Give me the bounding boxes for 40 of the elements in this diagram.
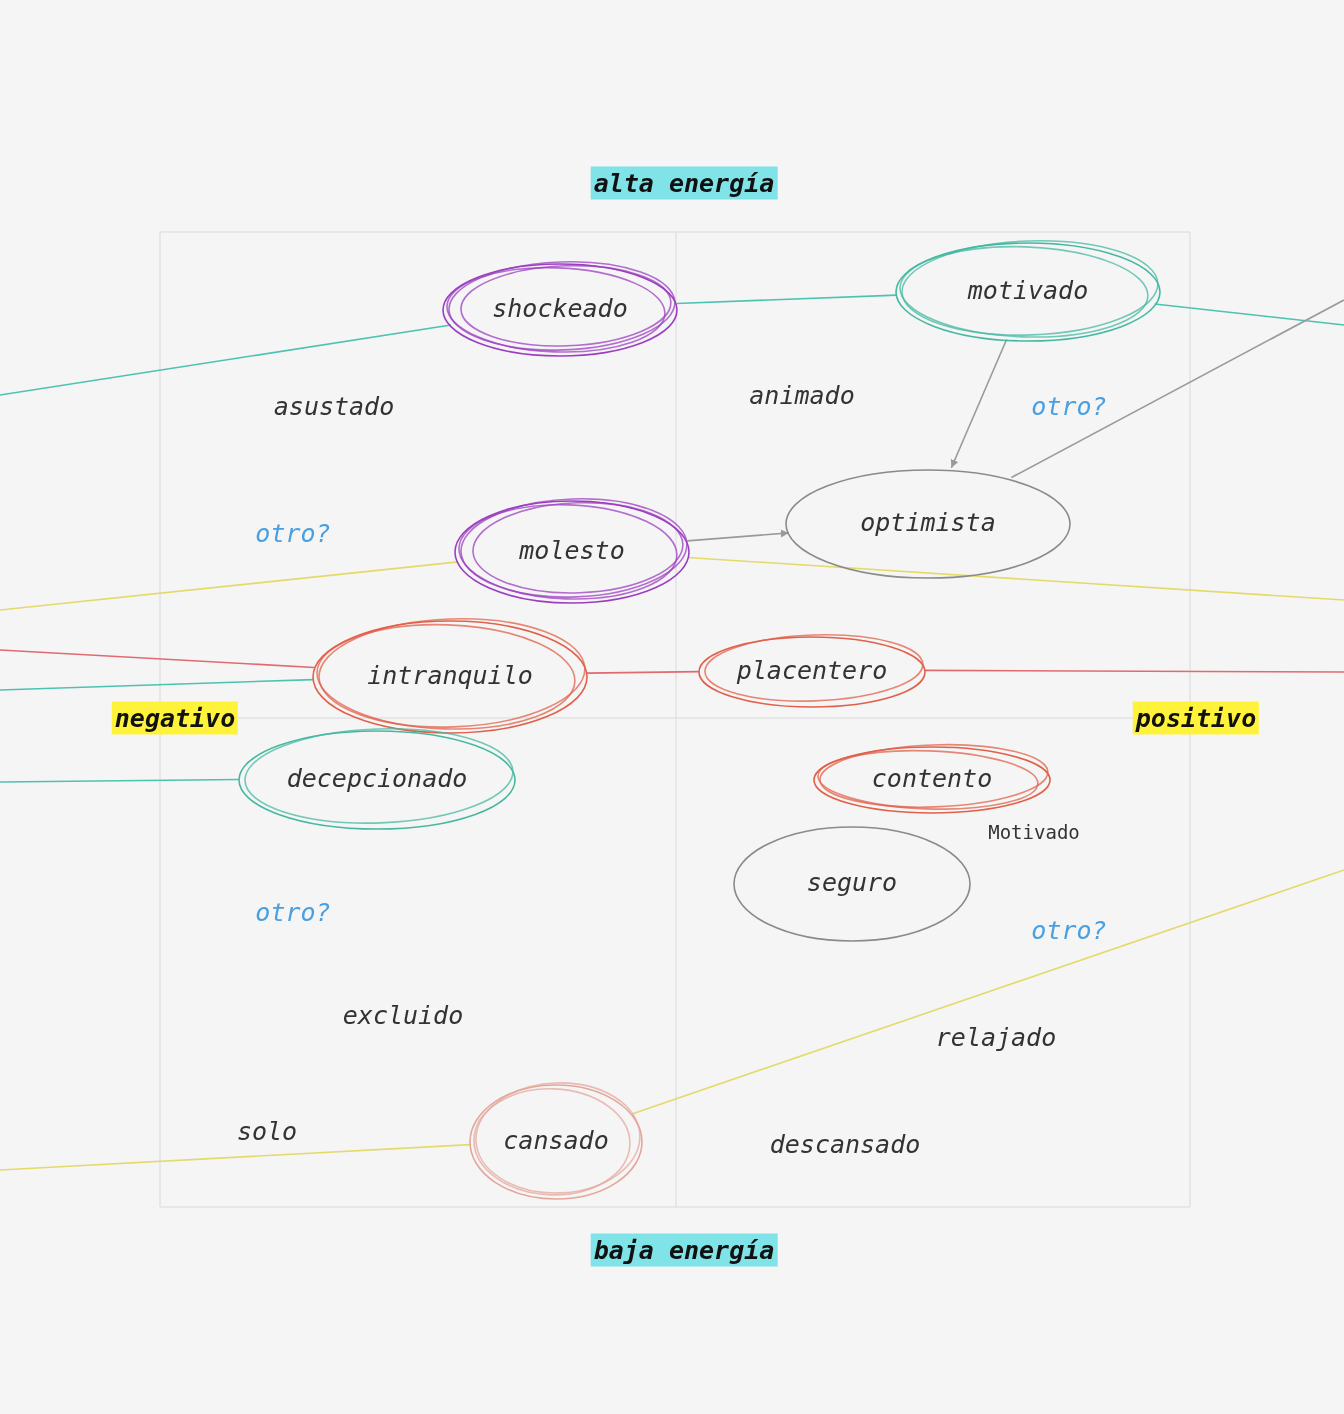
emotion-word: optimista <box>860 507 996 537</box>
emotion-word: descansado <box>769 1129 921 1159</box>
emotion-word: seguro <box>806 867 898 897</box>
connector-line <box>0 324 452 396</box>
axis-label: negativo <box>111 701 239 735</box>
connector-line <box>0 1143 472 1171</box>
connector-line <box>0 778 240 783</box>
arrow <box>686 529 790 542</box>
connector-line <box>924 669 1344 673</box>
emotion-word: molesto <box>519 535 625 565</box>
emotion-word: relajado <box>935 1022 1057 1052</box>
emotion-word: excluido <box>342 1000 464 1030</box>
emotion-word: placentero <box>736 655 888 685</box>
connector-line <box>0 678 315 691</box>
emotion-word: animado <box>749 380 855 410</box>
connector-line <box>1010 299 1344 479</box>
axis-label: positivo <box>1132 701 1260 735</box>
axis-label: alta energía <box>590 166 778 200</box>
note-text: Motivado <box>988 821 1080 843</box>
axis-label: baja energía <box>590 1233 778 1267</box>
connector-line <box>687 556 1344 601</box>
prompt-text: otro? <box>1031 915 1107 945</box>
emotion-word: decepcionado <box>286 763 468 793</box>
emotion-word: asustado <box>273 391 395 421</box>
prompt-text: otro? <box>255 518 331 548</box>
connector-line <box>586 670 700 674</box>
connector-line <box>1153 303 1344 326</box>
emotion-word: motivado <box>967 275 1089 305</box>
connector-line <box>675 294 898 305</box>
emotion-word: solo <box>236 1116 298 1146</box>
emotion-word: contento <box>871 763 993 793</box>
arrow <box>950 338 1008 469</box>
emotion-word: cansado <box>503 1125 609 1155</box>
connector-line <box>631 869 1344 1115</box>
emotion-word: shockeado <box>492 293 628 323</box>
emotion-word: intranquilo <box>367 660 533 690</box>
connector-line <box>0 561 459 611</box>
prompt-text: otro? <box>255 897 331 927</box>
prompt-text: otro? <box>1031 391 1107 421</box>
connector-line <box>0 649 315 669</box>
